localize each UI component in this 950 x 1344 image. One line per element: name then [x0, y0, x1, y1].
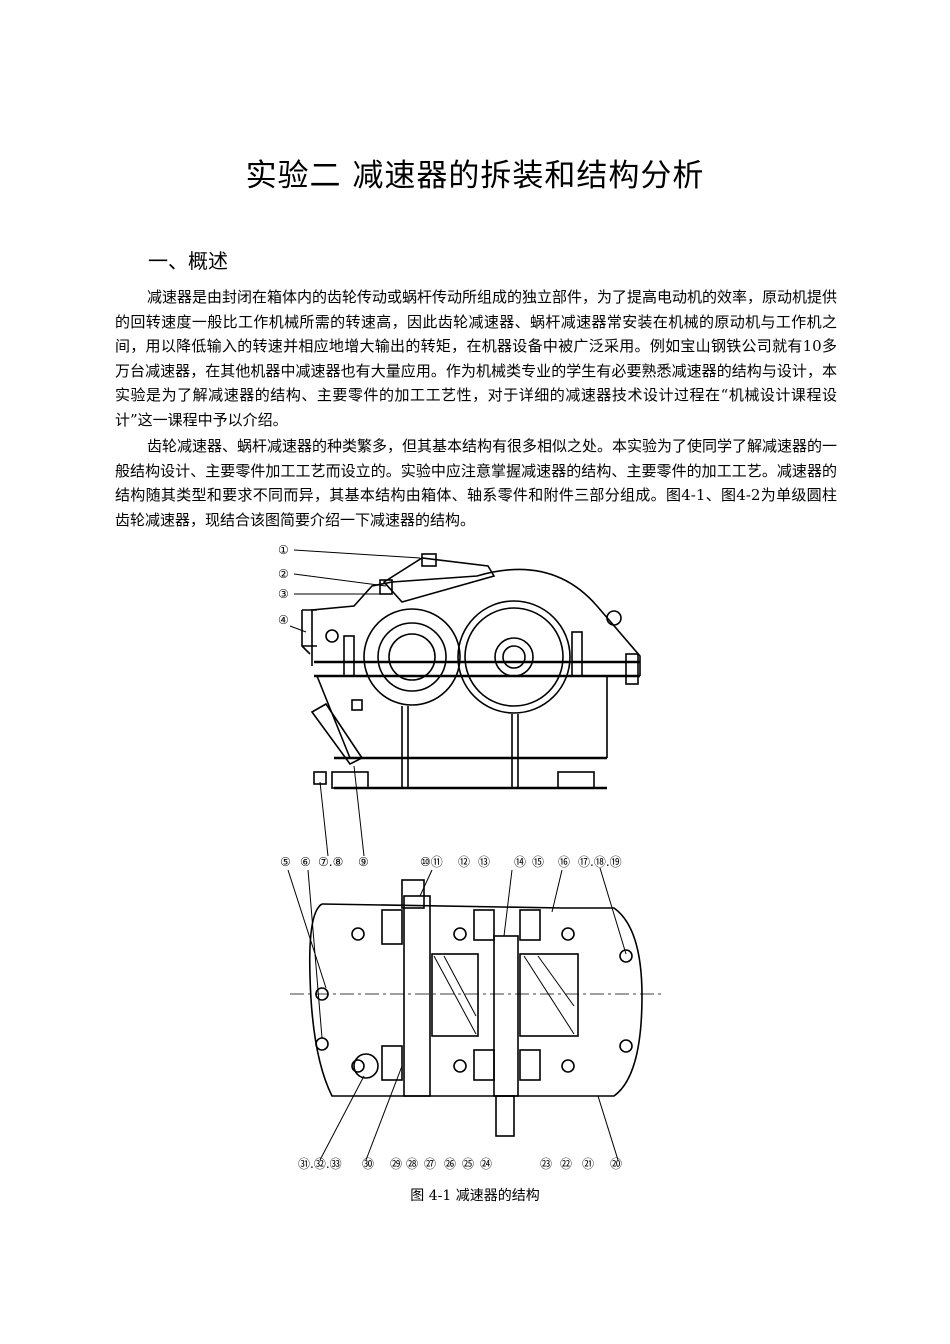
label-1: ①: [278, 543, 289, 557]
label-29: ㉙: [390, 1157, 402, 1171]
label-10-11: ⑩⑪: [420, 855, 443, 869]
label-16: ⑯: [558, 855, 570, 869]
section-heading: 一、概述: [148, 249, 228, 273]
label-9: ⑨: [358, 855, 369, 869]
label-24: ㉔: [480, 1157, 492, 1171]
label-2: ②: [278, 567, 289, 581]
label-17-18-19: ⑰.⑱.⑲: [578, 855, 622, 869]
label-15: ⑮: [532, 855, 544, 869]
paragraph-1: 减速器是由封闭在箱体内的齿轮传动或蜗杆传动所组成的独立部件，为了提高电动机的效率…: [115, 288, 838, 429]
figure-caption: 图 4-1 减速器的结构: [410, 1188, 540, 1204]
label-23: ㉓: [540, 1157, 552, 1171]
reducer-figure: ① ② ③ ④ ⑤ ⑥ ⑦.⑧ ⑨ ⑩⑪ ⑫ ⑬ ⑭ ⑮ ⑯ ⑰.⑱.⑲ ㉛.㉜…: [262, 536, 688, 1176]
label-5: ⑤: [280, 855, 291, 869]
label-25: ㉕: [462, 1157, 474, 1171]
label-4: ④: [278, 613, 289, 627]
label-20: ⑳: [610, 1157, 622, 1171]
label-26: ㉖: [444, 1157, 456, 1171]
label-13: ⑬: [478, 855, 490, 869]
label-30: ㉚: [362, 1157, 374, 1171]
page-title: 实验二 减速器的拆装和结构分析: [245, 158, 705, 194]
label-7-8: ⑦.⑧: [318, 855, 343, 869]
paragraph-2: 齿轮减速器、蜗杆减速器的种类繁多，但其基本结构有很多相似之处。本实验为了使同学了…: [115, 437, 838, 529]
reducer-drawing: ① ② ③ ④ ⑤ ⑥ ⑦.⑧ ⑨ ⑩⑪ ⑫ ⑬ ⑭ ⑮ ⑯ ⑰.⑱.⑲ ㉛.㉜…: [278, 543, 662, 1171]
label-21: ㉑: [582, 1157, 594, 1171]
label-27: ㉗: [424, 1157, 436, 1171]
label-22: ㉒: [560, 1157, 572, 1171]
label-6: ⑥: [300, 855, 311, 869]
label-28: ㉘: [406, 1157, 418, 1171]
label-14: ⑭: [514, 855, 526, 869]
label-3: ③: [278, 587, 289, 601]
label-12: ⑫: [458, 855, 470, 869]
label-31-32-33: ㉛.㉜.㉝: [298, 1157, 342, 1171]
